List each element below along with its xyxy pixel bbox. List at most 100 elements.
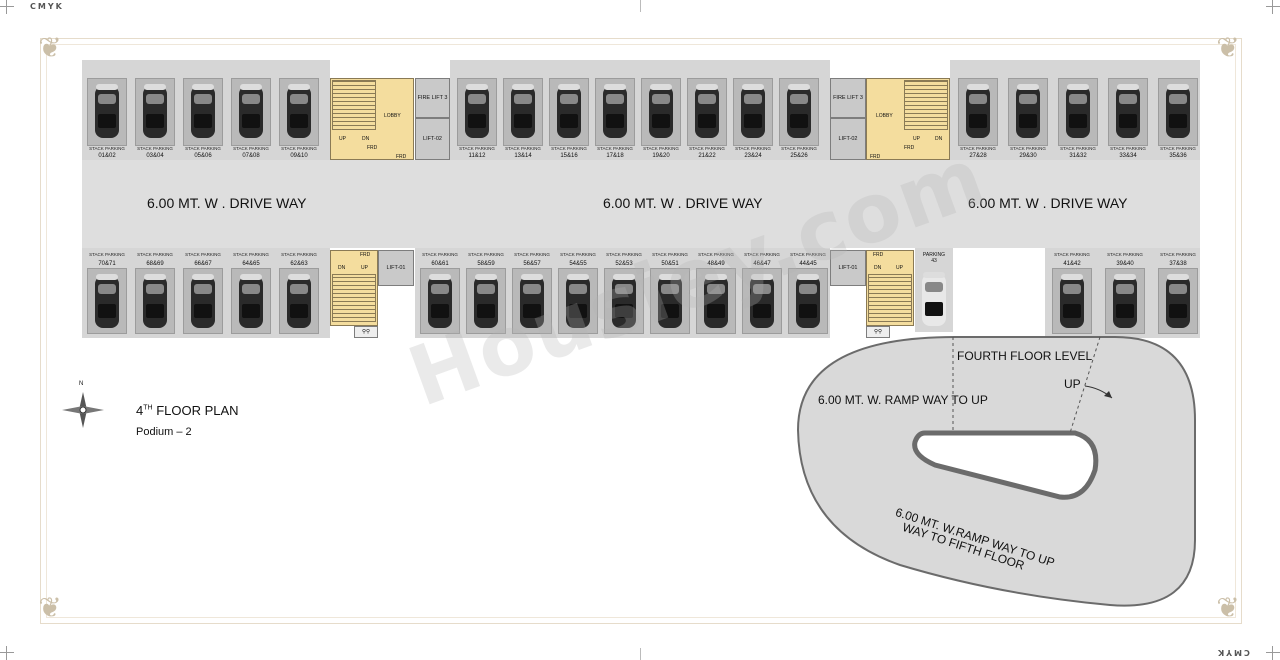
stack-parking-label: STACK PARKING [137,252,173,257]
parking-bay [231,78,271,146]
parking-bay [549,78,589,146]
car-icon [286,274,312,330]
stack-parking-label: STACK PARKING [790,252,826,257]
parking-bay [183,78,223,146]
stack-parking-label: STACK PARKING [960,146,996,151]
stack-parking-label: STACK PARKING [652,252,688,257]
parking-number: 27&28 [969,153,987,159]
toilet-icon: ⚲⚲ [354,326,378,338]
lift-01: LIFT-01 [830,250,866,286]
stack-parking-label: STACK PARKING [185,146,221,151]
parking-bay [779,78,819,146]
parking-number: 23&24 [744,153,762,159]
driveway-label: 6.00 MT. W . DRIVE WAY [603,195,763,211]
plan-title: 4TH FLOOR PLAN [136,403,239,418]
parking-bay [457,78,497,146]
car-icon [703,274,729,330]
parking-bay [650,268,690,334]
car-icon [94,84,120,140]
frd-label: FRD [396,154,407,160]
car-icon [611,274,637,330]
stack-parking-label: STACK PARKING [137,146,173,151]
parking-bay [420,268,460,334]
parking-bay [558,268,598,334]
car-icon [510,84,536,140]
car-icon [556,84,582,140]
crop-tick [640,648,641,660]
parking-bay [1108,78,1148,146]
lift-01: LIFT-01 [378,250,414,286]
stack-parking-label: STACK PARKING [1110,146,1146,151]
stack-parking-label: STACK PARKING [505,146,541,151]
stair-up-label: UP [339,136,346,142]
stack-parking-label: STACK PARKING [459,146,495,151]
parking-bay [1158,78,1198,146]
parking-number: 46&47 [753,261,771,267]
stack-parking-label: STACK PARKING [185,252,221,257]
stack-parking-label: STACK PARKING [744,252,780,257]
title-main: FLOOR PLAN [156,403,239,418]
car-icon [238,274,264,330]
car-icon [190,274,216,330]
stack-parking-label: STACK PARKING [281,252,317,257]
parking-bay [687,78,727,146]
stack-parking-label: STACK PARKING [1160,252,1196,257]
staircase [868,274,912,322]
frd-label: FRD [904,145,915,151]
car-icon [786,84,812,140]
parking-bay [733,78,773,146]
plan-subtitle: Podium – 2 [136,426,192,438]
parking-number: 25&26 [790,153,808,159]
car-icon [795,274,821,330]
parking-number: 64&65 [242,261,260,267]
parking-number: 56&57 [523,261,541,267]
registration-mark [1266,646,1280,660]
stack-parking-label: STACK PARKING [1107,252,1143,257]
title-suffix: TH [143,404,153,412]
parking-number: 54&55 [569,261,587,267]
stack-parking-label: STACK PARKING [233,146,269,151]
car-icon [238,84,264,140]
car-icon [1112,274,1138,330]
parking-bay [279,268,319,334]
staircase [904,80,948,130]
page-frame [40,38,1242,624]
toilet-icon: ⚲⚲ [866,326,890,338]
lobby-label: LOBBY [876,113,893,119]
stack-parking-label: STACK PARKING [422,252,458,257]
driveway-label: 6.00 MT. W . DRIVE WAY [147,195,307,211]
ornament-icon: ❦ [38,31,62,64]
parking-bay [1008,78,1048,146]
lobby-label: LOBBY [384,113,401,119]
stair-up-label: UP [896,265,903,271]
ramp-core [912,430,1099,500]
page-frame-inner [46,44,1236,618]
car-icon [519,274,545,330]
parking-number: 62&63 [290,261,308,267]
car-icon [602,84,628,140]
parking-number: 19&20 [652,153,670,159]
parking-bay [641,78,681,146]
parking-number: 33&34 [1119,153,1137,159]
car-icon [1015,84,1041,140]
parking-number: 29&30 [1019,153,1037,159]
parking-number: 70&71 [98,261,116,267]
stack-parking-label: STACK PARKING [1054,252,1090,257]
parking-bay [1058,78,1098,146]
car-icon [694,84,720,140]
car-icon [648,84,674,140]
stack-parking-label: STACK PARKING [643,146,679,151]
parking-number: 07&08 [242,153,260,159]
stair-dn-label: DN [338,265,346,271]
car-icon [427,274,453,330]
car-icon [749,274,775,330]
stack-parking-label: STACK PARKING [1060,146,1096,151]
fire-lift: FIRE LIFT 3 [415,78,450,118]
car-icon [565,274,591,330]
staircase [332,80,376,130]
compass-icon [62,392,104,428]
car-icon [1165,274,1191,330]
car-icon [657,274,683,330]
parking-bay [742,268,782,334]
staircase [332,274,376,322]
